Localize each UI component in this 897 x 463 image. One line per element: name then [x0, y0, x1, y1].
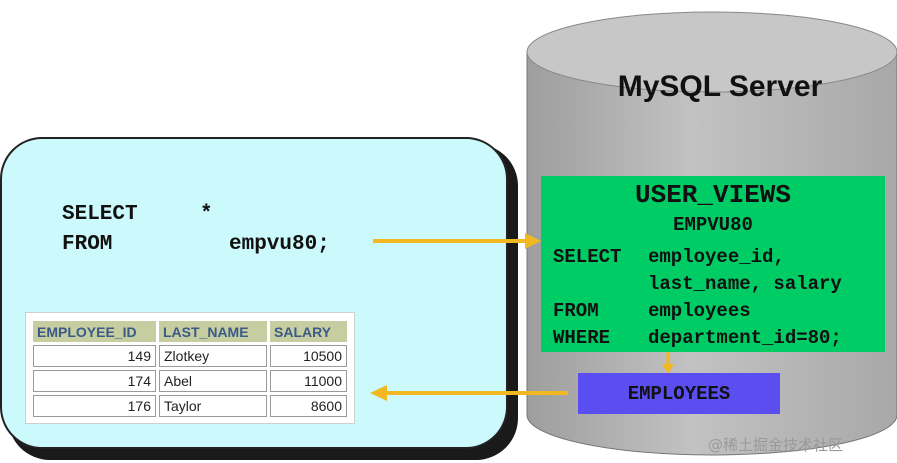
arrow-view-to-base-table	[662, 352, 674, 374]
table-header-row: EMPLOYEE_ID LAST_NAME SALARY	[33, 321, 347, 342]
dictionary-title: USER_VIEWS	[634, 180, 792, 210]
definition-text-from: employees	[648, 300, 751, 322]
table-row: 149 Zlotkey 10500	[33, 345, 347, 367]
cell-salary: 11000	[270, 370, 347, 392]
cell-last-name: Abel	[159, 370, 267, 392]
query-from-view: empvu80;	[229, 233, 330, 256]
cell-last-name: Zlotkey	[159, 345, 267, 367]
cell-last-name: Taylor	[159, 395, 267, 417]
cell-employee-id: 149	[33, 345, 156, 367]
watermark: @稀土掘金技术社区	[708, 436, 844, 454]
definition-keyword-from: FROM	[553, 300, 599, 322]
table-row: 174 Abel 11000	[33, 370, 347, 392]
definition-keyword-select: SELECT	[553, 246, 622, 268]
cell-employee-id: 176	[33, 395, 156, 417]
query-select-keyword: SELECT	[62, 203, 138, 226]
column-header-employee-id: EMPLOYEE_ID	[33, 321, 156, 342]
arrow-query-to-view	[373, 233, 541, 249]
query-from-keyword: FROM	[62, 233, 113, 256]
query-select-star: *	[200, 203, 213, 226]
view-name: EMPVU80	[673, 214, 753, 236]
server-title: MySQL Server	[617, 70, 823, 103]
definition-text-columns: last_name, salary	[648, 273, 842, 295]
cell-salary: 8600	[270, 395, 347, 417]
cell-employee-id: 174	[33, 370, 156, 392]
base-table-box: EMPLOYEES	[578, 373, 780, 414]
cell-salary: 10500	[270, 345, 347, 367]
arrow-base-table-to-result	[370, 385, 568, 401]
user-views-box: USER_VIEWS EMPVU80 SELECT employee_id, l…	[541, 176, 885, 352]
table-row: 176 Taylor 8600	[33, 395, 347, 417]
result-table: EMPLOYEE_ID LAST_NAME SALARY 149 Zlotkey…	[25, 312, 355, 424]
definition-text-where: department_id=80;	[648, 327, 842, 349]
column-header-last-name: LAST_NAME	[159, 321, 267, 342]
column-header-salary: SALARY	[270, 321, 347, 342]
definition-text-select: employee_id,	[648, 246, 785, 268]
result-table-grid: EMPLOYEE_ID LAST_NAME SALARY 149 Zlotkey…	[30, 318, 350, 420]
definition-keyword-where: WHERE	[553, 327, 611, 349]
